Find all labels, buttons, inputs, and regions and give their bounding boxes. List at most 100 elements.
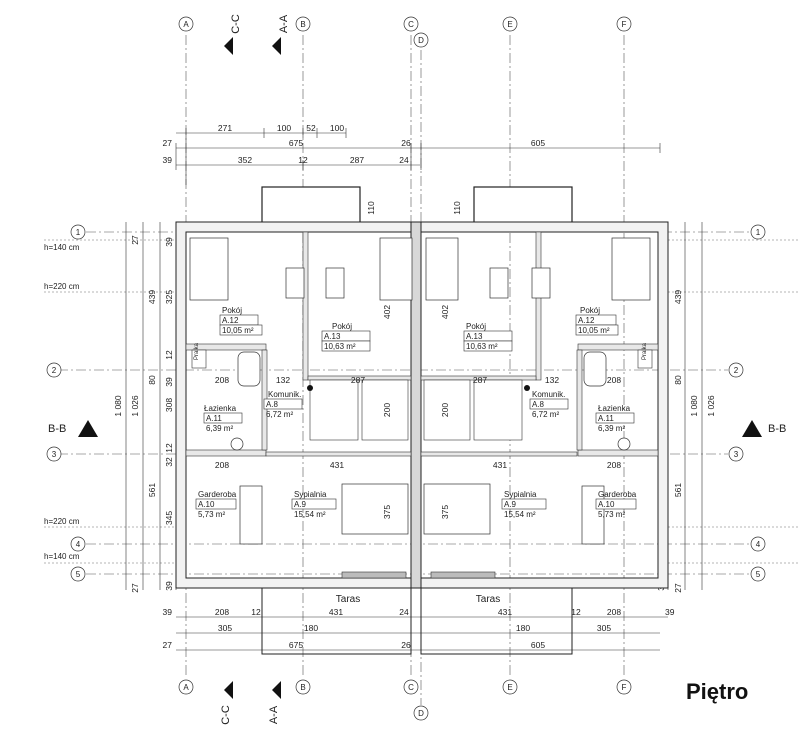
dim-in-208-bath-right: 208 <box>607 375 621 385</box>
room-labels: Pokój A.12 10,05 m² Pokój A.13 10,63 m² … <box>194 306 648 519</box>
room-code-pokoj-12-left: A.12 <box>222 316 239 325</box>
dim-left-32: 32 <box>164 457 174 467</box>
bed-mid-right <box>425 237 459 301</box>
axis-label-c-top: C <box>408 20 414 29</box>
toilet-left <box>230 437 244 451</box>
room-code-pokoj-13-right: A.13 <box>466 332 483 341</box>
dim-in-287-left: 287 <box>351 375 365 385</box>
height-note-220-top: h=220 cm <box>44 282 80 291</box>
bathtub-right <box>583 351 607 387</box>
room-code-garderoba-left: A.10 <box>198 500 215 509</box>
axis-label-a-top: A <box>183 20 189 29</box>
dim-bot-27: 27 <box>163 640 173 650</box>
dim-top-12: 12 <box>298 155 308 165</box>
pralka-label-left: Pralka <box>194 342 200 360</box>
dim-left-1080: 1 080 <box>113 395 123 417</box>
axis-label-b-top: B <box>300 20 305 29</box>
stair-post-right <box>524 385 530 391</box>
axis-bubbles-top: A B C D E F <box>178 16 632 48</box>
axis-label-3-left: 3 <box>52 450 57 459</box>
section-arrow-cc-top <box>224 37 233 55</box>
dim-bot-605: 605 <box>531 640 545 650</box>
bed-right <box>611 237 651 301</box>
dim-top-26: 26 <box>401 138 411 148</box>
dim-in-208-garderoba-right: 208 <box>607 460 621 470</box>
dim-left-439: 439 <box>147 290 157 304</box>
dim-top-39: 39 <box>163 155 173 165</box>
room-name-pokoj-12-right: Pokój <box>580 306 600 315</box>
dim-in-200-stair-right: 200 <box>440 403 450 417</box>
axis-label-1-right: 1 <box>756 228 761 237</box>
dim-bot-305r: 305 <box>597 623 611 633</box>
room-code-lazienka-left: A.11 <box>206 414 222 423</box>
toilet-right <box>617 437 631 451</box>
desk-3 <box>489 267 509 299</box>
room-name-sypialnia-right: Sypialnia <box>504 490 537 499</box>
room-code-garderoba-right: A.10 <box>598 500 615 509</box>
stair-post-left <box>307 385 313 391</box>
axis-label-f-bottom: F <box>622 683 627 692</box>
terrace-label-left: Taras <box>336 594 360 605</box>
dim-in-132-right: 132 <box>545 375 559 385</box>
dim-bot-12: 12 <box>251 607 261 617</box>
dim-top-52: 52 <box>306 123 316 133</box>
washer-right <box>637 349 653 369</box>
axis-label-3-right: 3 <box>734 450 739 459</box>
dim-bot-24: 24 <box>399 607 409 617</box>
room-area-pokoj-12-right: 10,05 m² <box>578 326 610 335</box>
room-name-pokoj-12-left: Pokój <box>222 306 242 315</box>
furniture <box>189 237 653 545</box>
dim-bot-180r: 180 <box>516 623 530 633</box>
dimension-lines-left: 1 080 1 026 27 39 325 439 12 80 308 39 1… <box>113 222 177 593</box>
dim-bot-208: 208 <box>215 607 229 617</box>
room-name-komunik-left: Komunik. <box>268 390 301 399</box>
room-name-pokoj-13-left: Pokój <box>332 322 352 331</box>
room-name-lazienka-right: Łazienka <box>598 404 631 413</box>
dim-bot-39: 39 <box>163 607 173 617</box>
dim-top-675: 675 <box>289 138 303 148</box>
axis-grid <box>58 35 750 705</box>
room-code-sypialnia-right: A.9 <box>504 500 517 509</box>
dim-top-271: 271 <box>218 123 232 133</box>
dim-in-208-bath-left: 208 <box>215 375 229 385</box>
dim-bot-305: 305 <box>218 623 232 633</box>
dim-left-345: 345 <box>164 511 174 525</box>
room-code-komunik-left: A.8 <box>266 400 279 409</box>
height-note-140-bottom: h=140 cm <box>44 552 80 561</box>
section-arrow-bb-right <box>742 420 762 437</box>
dimension-lines-bottom: 39 208 12 431 24 431 12 208 39 305 180 1… <box>163 607 675 651</box>
dim-top-287: 287 <box>350 155 364 165</box>
axis-label-d-bottom: D <box>418 709 424 718</box>
height-note-220-bottom: h=220 cm <box>44 517 80 526</box>
room-name-pokoj-13-right: Pokój <box>466 322 486 331</box>
dim-left-325: 325 <box>164 290 174 304</box>
dim-left-80: 80 <box>147 375 157 385</box>
axis-label-e-bottom: E <box>507 683 512 692</box>
dim-in-110-right: 110 <box>452 201 462 215</box>
room-area-lazienka-right: 6,39 m² <box>598 424 625 433</box>
dim-left-561: 561 <box>147 483 157 497</box>
dim-bot-12r: 12 <box>571 607 581 617</box>
dim-bot-180: 180 <box>304 623 318 633</box>
room-code-pokoj-12-right: A.12 <box>578 316 595 325</box>
dim-top-100b: 100 <box>330 123 344 133</box>
dim-in-132-left: 132 <box>276 375 290 385</box>
dim-in-200-stair-left: 200 <box>382 403 392 417</box>
room-area-pokoj-13-right: 10,63 m² <box>466 342 498 351</box>
axis-label-2-right: 2 <box>734 366 739 375</box>
terrace-label-right: Taras <box>476 594 500 605</box>
dim-in-402-left: 402 <box>382 305 392 319</box>
dim-in-431-right: 431 <box>493 460 507 470</box>
dim-top-352: 352 <box>238 155 252 165</box>
dim-left-27b: 27 <box>130 583 140 593</box>
room-area-lazienka-left: 6,39 m² <box>206 424 233 433</box>
room-area-komunik-right: 6,72 m² <box>532 410 559 419</box>
axis-label-1-left: 1 <box>76 228 81 237</box>
axis-label-2-left: 2 <box>52 366 57 375</box>
dim-in-110-left: 110 <box>366 201 376 215</box>
desk-2 <box>325 267 345 299</box>
axis-label-a-bottom: A <box>183 683 189 692</box>
height-note-140-top: h=140 cm <box>44 243 80 252</box>
dim-in-287-right: 287 <box>473 375 487 385</box>
room-name-komunik-right: Komunik. <box>532 390 565 399</box>
